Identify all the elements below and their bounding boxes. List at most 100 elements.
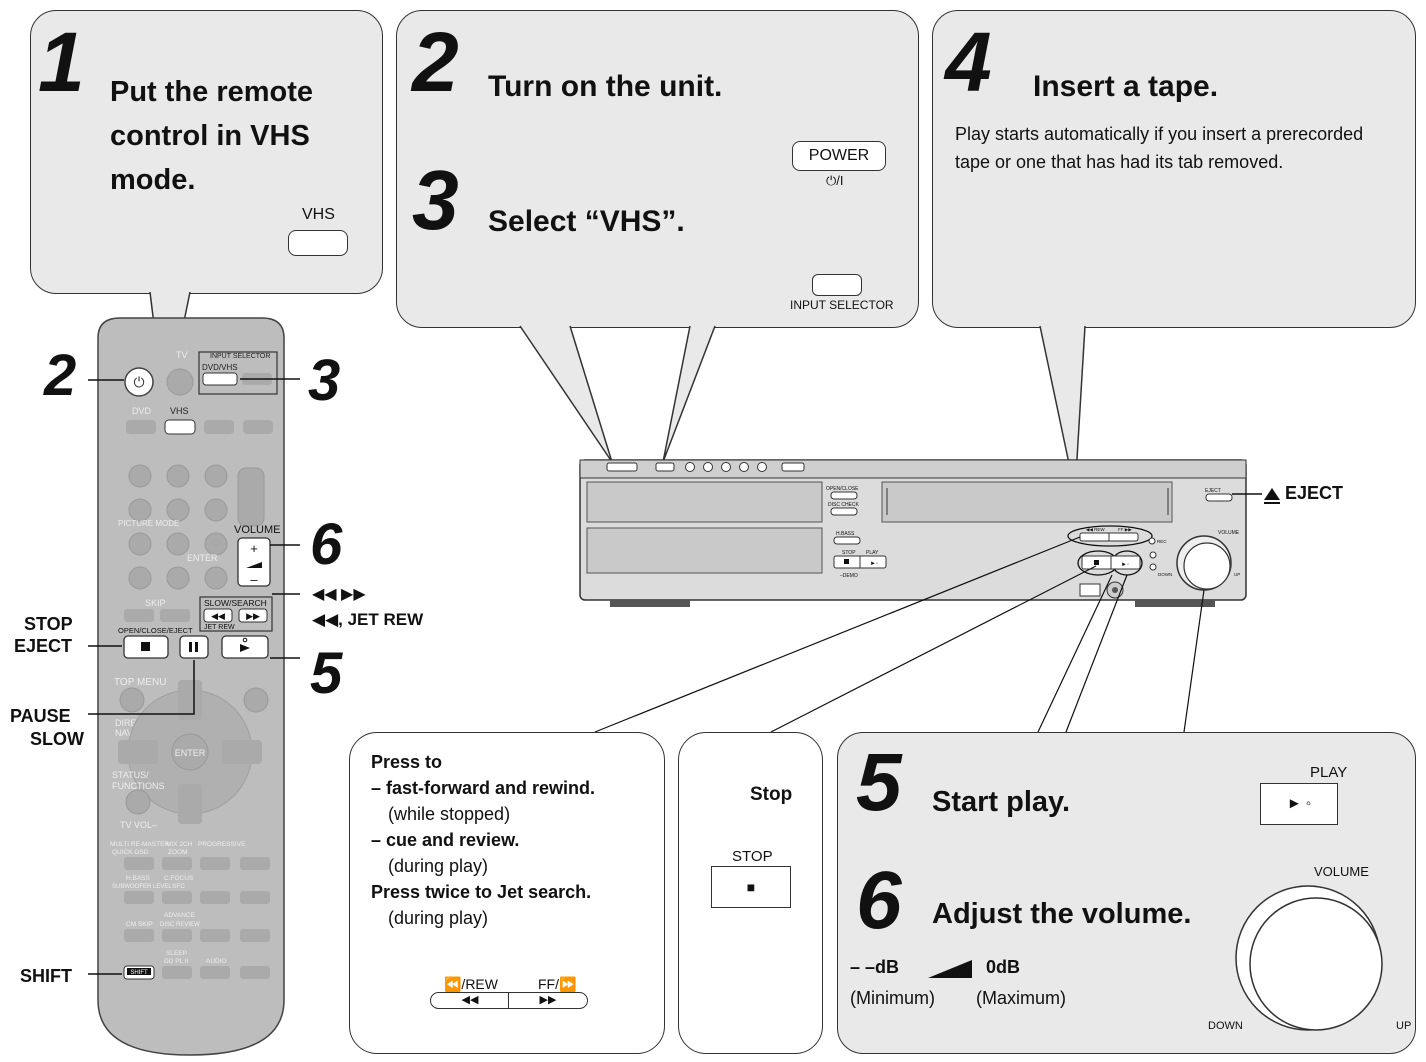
step5-number: 5 — [856, 737, 902, 828]
svg-text:DIRECT: DIRECT — [115, 718, 149, 728]
press-twice-note: (during play) — [388, 908, 489, 928]
svg-text:PLAY: PLAY — [866, 550, 879, 556]
svg-text:JET REW: JET REW — [204, 624, 235, 631]
svg-text:TOP MENU: TOP MENU — [114, 677, 166, 688]
svg-text:DD PL II: DD PL II — [164, 958, 189, 965]
step5-title: Start play. — [932, 786, 1071, 818]
step3-number: 3 — [412, 153, 459, 247]
power-symbol: ⏻/I — [826, 173, 844, 188]
volume-up-label: UP — [1396, 1020, 1412, 1032]
svg-text:►◦: ►◦ — [1121, 562, 1129, 568]
stop-label: STOP — [732, 848, 773, 865]
svg-text:PICTURE MODE: PICTURE MODE — [118, 519, 179, 528]
remote-shift-label: SHIFT — [20, 966, 72, 986]
remote-ffrew-label: ◀◀ ▶▶ — [312, 586, 366, 603]
svg-text:ZOOM: ZOOM — [168, 849, 188, 856]
svg-text:INPUT SELECTOR: INPUT SELECTOR — [210, 353, 270, 360]
remote-dvdvhs-button — [202, 372, 238, 386]
volume-knob[interactable] — [1230, 880, 1410, 1040]
svg-text:DVD/VHS: DVD/VHS — [202, 363, 238, 372]
svg-text:SKIP: SKIP — [145, 598, 166, 608]
remote-pause-button — [179, 635, 209, 659]
svg-text:PROGRESSIVE: PROGRESSIVE — [198, 841, 246, 848]
svg-text:AUDIO: AUDIO — [206, 958, 227, 965]
stop-title: Stop — [750, 784, 793, 805]
ffrew-text: Press to – fast-forward and rewind. (whi… — [371, 749, 595, 931]
remote-pause-label: PAUSE — [10, 706, 71, 726]
volume-ramp-icon — [928, 960, 972, 978]
svg-text:H.BASS: H.BASS — [126, 875, 151, 882]
svg-text:◀◀: ◀◀ — [211, 611, 225, 621]
svg-text:ENTER: ENTER — [187, 553, 218, 563]
svg-text:STOP: STOP — [842, 550, 856, 556]
svg-text:FF ▶▶: FF ▶▶ — [1118, 527, 1132, 532]
max-note: (Maximum) — [976, 988, 1066, 1008]
remote-ff-button — [238, 608, 268, 623]
svg-text:TV: TV — [176, 350, 188, 360]
svg-text:SLOW/SEARCH: SLOW/SEARCH — [204, 598, 267, 608]
svg-text:◀◀ REW: ◀◀ REW — [1086, 527, 1105, 532]
remote-callout-3: 3 — [308, 348, 341, 413]
step1-vhs-button[interactable] — [288, 230, 348, 256]
min-note: (Minimum) — [850, 988, 935, 1008]
stop-button[interactable]: ■ — [711, 866, 791, 908]
svg-text:–DEMO: –DEMO — [840, 573, 858, 579]
svg-text:▶▶: ▶▶ — [246, 611, 260, 621]
ff-label: FF/⏩ — [538, 976, 577, 992]
step23-tail — [519, 325, 716, 463]
main-unit: OPEN/CLOSE DISC CHECK EJECT H.BASS STOP … — [579, 459, 1247, 607]
step4-title: Insert a tape. — [1033, 70, 1219, 103]
svg-text:C.FOCUS: C.FOCUS — [164, 875, 194, 882]
svg-text:+: + — [250, 541, 258, 556]
svg-text:ADVANCE: ADVANCE — [164, 912, 196, 919]
remote-callout-5: 5 — [310, 641, 343, 706]
svg-text:MULTI RE-MASTER: MULTI RE-MASTER — [110, 841, 169, 848]
svg-text:TV VOL–: TV VOL– — [120, 820, 157, 830]
step2-title: Turn on the unit. — [488, 70, 723, 103]
ffrew-item2: – cue and review. — [371, 830, 520, 850]
input-selector-button[interactable] — [812, 274, 862, 296]
svg-text:STATUS/: STATUS/ — [112, 770, 149, 780]
play-button[interactable]: ► ◦ — [1260, 783, 1338, 825]
svg-text:EJECT: EJECT — [1205, 488, 1221, 494]
ffrew-item1-note: (while stopped) — [388, 804, 511, 824]
volume-label: VOLUME — [1314, 864, 1369, 879]
ffrew-item2-note: (during play) — [388, 856, 489, 876]
svg-text:SFC: SFC — [172, 883, 185, 890]
remote-vhs-button — [164, 419, 196, 435]
svg-text:OPEN/CLOSE/EJECT: OPEN/CLOSE/EJECT — [118, 626, 193, 635]
volume-down-label: DOWN — [1208, 1020, 1243, 1032]
rew-button[interactable]: ◀◀ — [430, 992, 510, 1009]
svg-text:ENTER: ENTER — [175, 748, 206, 758]
svg-text:⏻: ⏻ — [133, 374, 144, 390]
step4-number: 4 — [945, 15, 992, 109]
svg-text:MIX 2CH: MIX 2CH — [166, 841, 193, 848]
svg-text:DISC REVIEW: DISC REVIEW — [160, 922, 200, 928]
ffrew-item1: – fast-forward and rewind. — [371, 778, 596, 798]
remote-jetrew-label: ◀◀, JET REW — [312, 610, 424, 629]
remote-eject-label: EJECT — [14, 636, 73, 656]
max-db: 0dB — [986, 957, 1021, 977]
remote-volume-button — [237, 537, 271, 587]
play-label: PLAY — [1310, 764, 1348, 781]
step1-vhs-label: VHS — [302, 206, 335, 223]
svg-text:VHS: VHS — [170, 406, 189, 416]
press-to: Press to — [371, 752, 443, 772]
svg-text:UP: UP — [1234, 572, 1240, 577]
input-selector-label: INPUT SELECTOR — [790, 298, 894, 312]
press-twice: Press twice to Jet search. — [371, 882, 592, 902]
power-button[interactable]: POWER — [792, 141, 886, 171]
svg-text:QUICK OSD: QUICK OSD — [112, 849, 149, 856]
svg-text:CM SKIP: CM SKIP — [126, 921, 153, 928]
svg-text:DOWN: DOWN — [1158, 572, 1172, 577]
step4-bubble — [932, 10, 1416, 328]
step1-title: Put the remote control in VHS mode. — [110, 76, 314, 196]
ff-button[interactable]: ▶▶ — [508, 992, 588, 1009]
svg-text:–: – — [250, 572, 258, 587]
rew-label: ⏪/REW — [444, 976, 498, 992]
svg-text:DVD: DVD — [132, 406, 152, 416]
remote-callout-6: 6 — [310, 512, 343, 577]
remote-stop-label: STOP — [24, 614, 73, 634]
remote-rew-button — [203, 608, 233, 623]
svg-text:OPEN/CLOSE: OPEN/CLOSE — [826, 486, 859, 492]
